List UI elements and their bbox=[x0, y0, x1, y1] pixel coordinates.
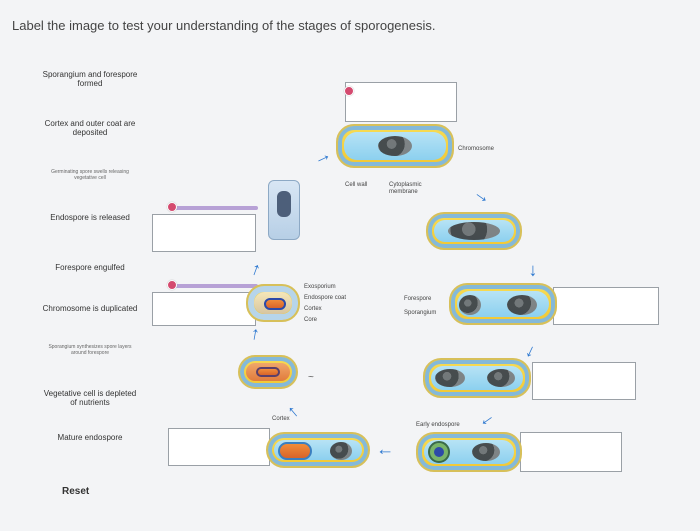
label-sporangium-forespore-formed[interactable]: Sporangium and forespore formed bbox=[42, 70, 138, 88]
forespore-label: Forespore bbox=[404, 296, 432, 302]
chromosome-blob bbox=[378, 136, 412, 156]
label-endospore-released[interactable]: Endospore is released bbox=[50, 213, 130, 222]
cortex-bottom-label: Cortex bbox=[272, 416, 290, 422]
chromosome-blob bbox=[435, 369, 465, 387]
chromosome-blob bbox=[330, 442, 352, 460]
cell-wall-label: Cell wall bbox=[345, 182, 368, 188]
drop-zone-2[interactable] bbox=[152, 214, 256, 252]
arrow-icon: → bbox=[277, 400, 305, 428]
mature-endospore bbox=[246, 284, 300, 322]
endospore-core bbox=[264, 298, 286, 310]
early-endospore bbox=[428, 441, 450, 463]
arrow-icon: → bbox=[526, 262, 546, 280]
label-chromosome-duplicated[interactable]: Chromosome is duplicated bbox=[42, 304, 138, 313]
chromosome-blob bbox=[507, 295, 537, 315]
chromosome-blob bbox=[459, 295, 481, 315]
connector bbox=[172, 206, 258, 210]
reset-button[interactable]: Reset bbox=[62, 486, 90, 497]
germinating-spore bbox=[268, 180, 300, 240]
core-label: Core bbox=[304, 317, 318, 323]
pin-icon[interactable] bbox=[167, 202, 177, 212]
orange-core bbox=[256, 367, 280, 377]
drop-zone-3[interactable] bbox=[152, 292, 256, 326]
chromosome-blob bbox=[448, 222, 500, 240]
drop-zone-6[interactable] bbox=[168, 428, 270, 466]
pin-icon[interactable] bbox=[167, 280, 177, 290]
label-cortex-outer-coat[interactable]: Cortex and outer coat are deposited bbox=[44, 119, 136, 137]
chromosome-label: Chromosome bbox=[458, 146, 495, 152]
squiggle-icon: ~ bbox=[308, 372, 314, 383]
chromosome-blob bbox=[487, 369, 515, 387]
sporangium-label: Sporangium bbox=[404, 310, 437, 316]
pin-icon[interactable] bbox=[344, 86, 354, 96]
label-vegetative-cell-depleted[interactable]: Vegetative cell is depleted of nutrients bbox=[43, 389, 137, 407]
cortex-label: Cortex bbox=[304, 306, 322, 312]
label-germinating-spore[interactable]: Germinating spore swells releasing veget… bbox=[51, 169, 129, 181]
sporangium-cell bbox=[238, 355, 298, 389]
drop-zone-1[interactable] bbox=[345, 82, 457, 122]
connector bbox=[172, 284, 258, 288]
chromosome-duplicated-cell bbox=[426, 212, 522, 250]
arrow-icon: → bbox=[309, 143, 335, 169]
drop-zone-4[interactable] bbox=[553, 287, 659, 325]
endospore-coat-label: Endospore coat bbox=[304, 295, 347, 301]
cytoplasmic-membrane-label: Cytoplasmic membrane bbox=[389, 182, 422, 195]
label-forespore-engulfed[interactable]: Forespore engulfed bbox=[55, 263, 125, 272]
chromosome-blob bbox=[472, 443, 500, 461]
forespore-cell bbox=[449, 283, 557, 325]
label-sporangium-synthesizes[interactable]: Sporangium synthesizes spore layers arou… bbox=[48, 344, 132, 356]
arrow-icon: → bbox=[376, 445, 394, 465]
drop-zone-5[interactable] bbox=[532, 362, 636, 400]
label-mature-endospore[interactable]: Mature endospore bbox=[57, 433, 123, 442]
early-endospore-label: Early endospore bbox=[416, 422, 460, 428]
arrow-icon: → bbox=[240, 257, 266, 281]
cortex-cell bbox=[266, 432, 370, 468]
vegetative-cell bbox=[336, 124, 454, 168]
engulfing-cell bbox=[423, 358, 531, 398]
exosporium-label: Exosporium bbox=[304, 284, 336, 290]
arrow-icon: → bbox=[469, 181, 497, 209]
arrow-icon: → bbox=[240, 323, 264, 345]
question-text: Label the image to test your understandi… bbox=[12, 18, 436, 33]
drop-zone-7[interactable] bbox=[520, 432, 622, 472]
orange-core bbox=[278, 442, 312, 460]
